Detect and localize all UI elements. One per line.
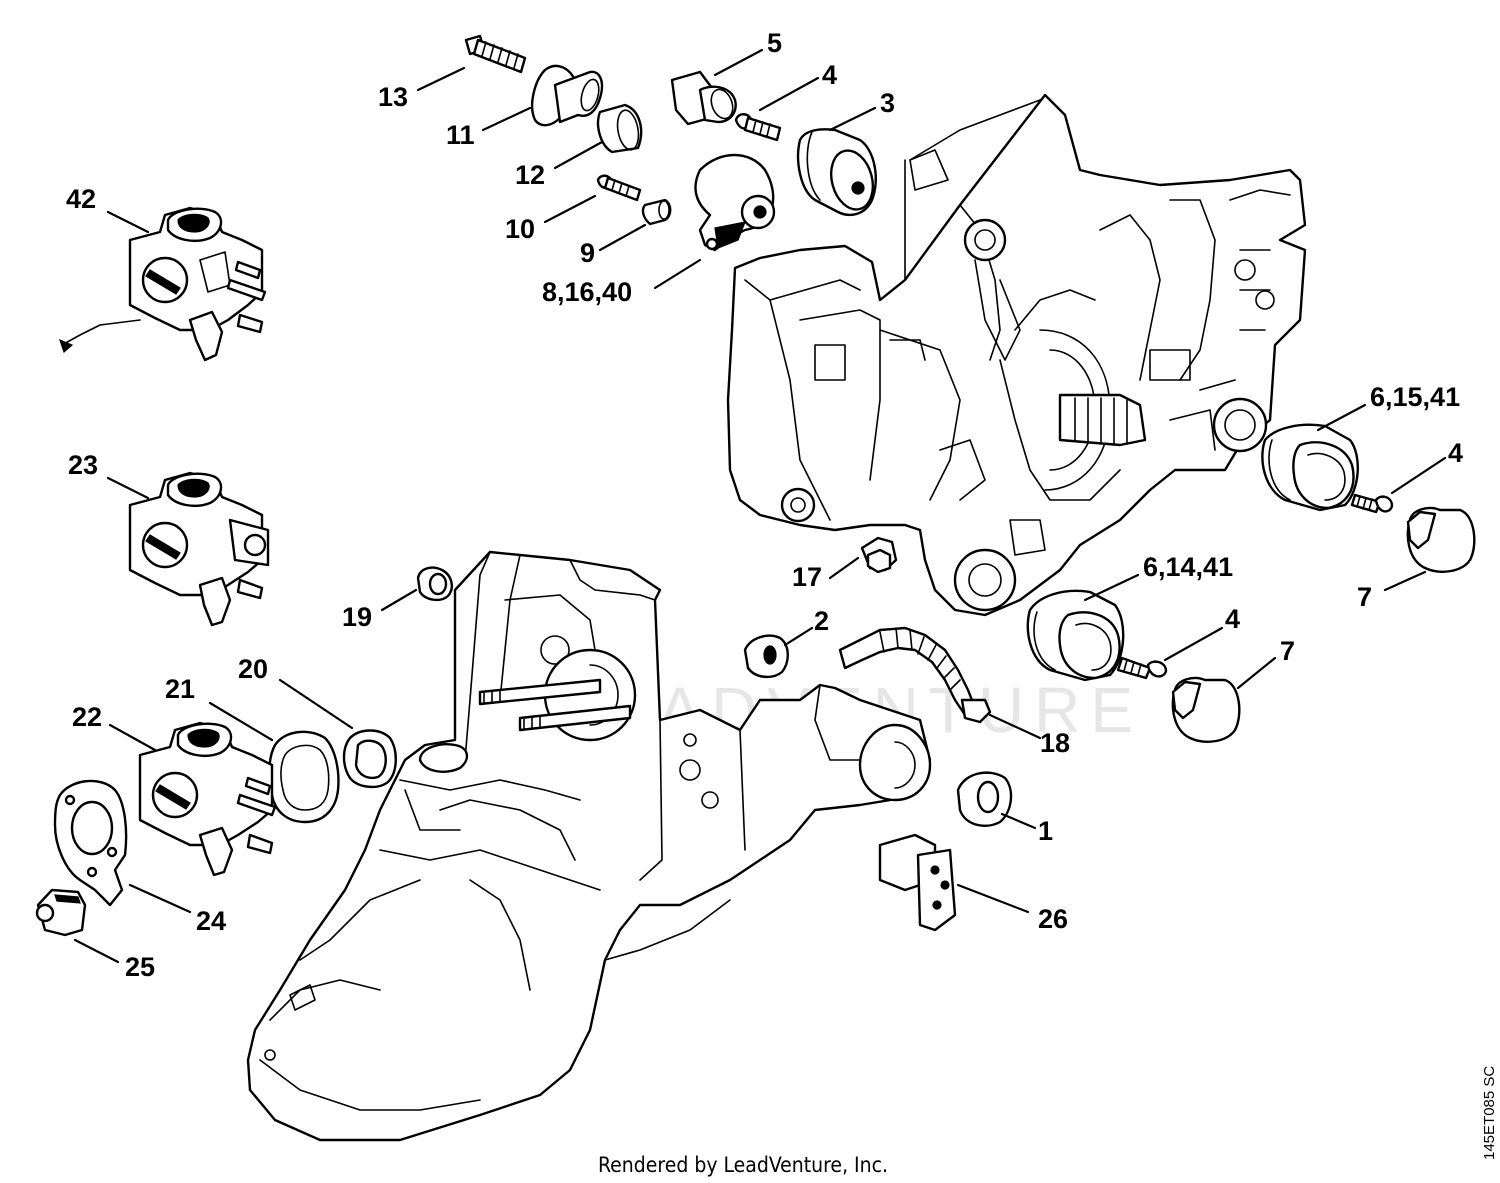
part-4-screw-top <box>734 113 782 142</box>
callout-6-15-41: 6,15,41 <box>1370 382 1460 412</box>
callout-9: 9 <box>580 238 595 268</box>
part-10-screw <box>596 174 642 202</box>
part-8-16-40-bracket <box>694 153 776 252</box>
callout-23: 23 <box>68 450 98 480</box>
part-23-carburetor <box>128 471 270 627</box>
part-7-plug-middle <box>1171 676 1241 743</box>
callout-3: 3 <box>880 88 895 118</box>
callout-13: 13 <box>378 82 408 112</box>
callout-7-right: 7 <box>1357 582 1372 612</box>
leader-lines <box>73 48 1447 964</box>
part-20-ring <box>342 729 397 789</box>
callout-5: 5 <box>767 28 782 58</box>
part-25-fitting <box>35 888 87 937</box>
callout-22: 22 <box>72 702 102 732</box>
part-7-plug-right <box>1406 506 1476 573</box>
part-24-gasket <box>53 779 128 907</box>
part-4-screw-middle <box>1116 656 1168 680</box>
part-26-plate <box>878 833 957 932</box>
callout-19: 19 <box>342 602 372 632</box>
part-19-grommet <box>416 566 454 602</box>
part-2-ring <box>743 634 789 679</box>
part-9-bush <box>641 198 672 226</box>
callout-4-top: 4 <box>822 60 837 90</box>
part-11-bushing <box>531 64 604 127</box>
callout-1: 1 <box>1038 816 1053 846</box>
tank-housing <box>246 550 932 1142</box>
part-17-plug <box>860 536 898 574</box>
callout-labels: 13 11 12 5 4 3 10 9 8,16,40 42 23 6,15,4… <box>66 28 1463 982</box>
callout-11: 11 <box>446 120 475 150</box>
footer-credit: Rendered by LeadVenture, Inc. <box>598 1153 888 1177</box>
callout-2: 2 <box>814 606 829 636</box>
part-12-sleeve <box>596 103 643 154</box>
callout-26: 26 <box>1038 904 1068 934</box>
callout-10: 10 <box>505 214 535 244</box>
part-3-buffer <box>796 128 877 216</box>
part-6-15-41-buffer <box>1261 423 1359 512</box>
callout-8-16-40: 8,16,40 <box>542 277 632 307</box>
part-6-14-41-buffer <box>1026 589 1125 682</box>
callout-6-14-41: 6,14,41 <box>1143 552 1233 582</box>
callout-17: 17 <box>792 562 822 592</box>
part-1-ring <box>956 771 1013 827</box>
part-21-gasket <box>268 730 340 824</box>
callout-18: 18 <box>1040 728 1070 758</box>
callout-21: 21 <box>165 674 195 704</box>
callout-25: 25 <box>125 952 155 982</box>
callout-12: 12 <box>515 160 545 190</box>
part-18-oil-hose <box>838 626 992 724</box>
part-42-carburetor <box>59 206 267 362</box>
callout-4-right: 4 <box>1448 438 1463 468</box>
part-13-screw <box>464 34 527 74</box>
diagram-code: 145ET085 SC <box>1481 1066 1498 1160</box>
callout-7-middle: 7 <box>1280 636 1295 666</box>
part-22-carburetor <box>138 721 277 877</box>
callout-20: 20 <box>238 654 268 684</box>
part-5-stopper <box>670 70 737 126</box>
crankcase <box>726 93 1307 617</box>
callout-4-middle: 4 <box>1225 604 1240 634</box>
callout-42: 42 <box>66 184 96 214</box>
callout-24: 24 <box>196 906 226 936</box>
part-4-screw-right <box>1350 493 1394 514</box>
